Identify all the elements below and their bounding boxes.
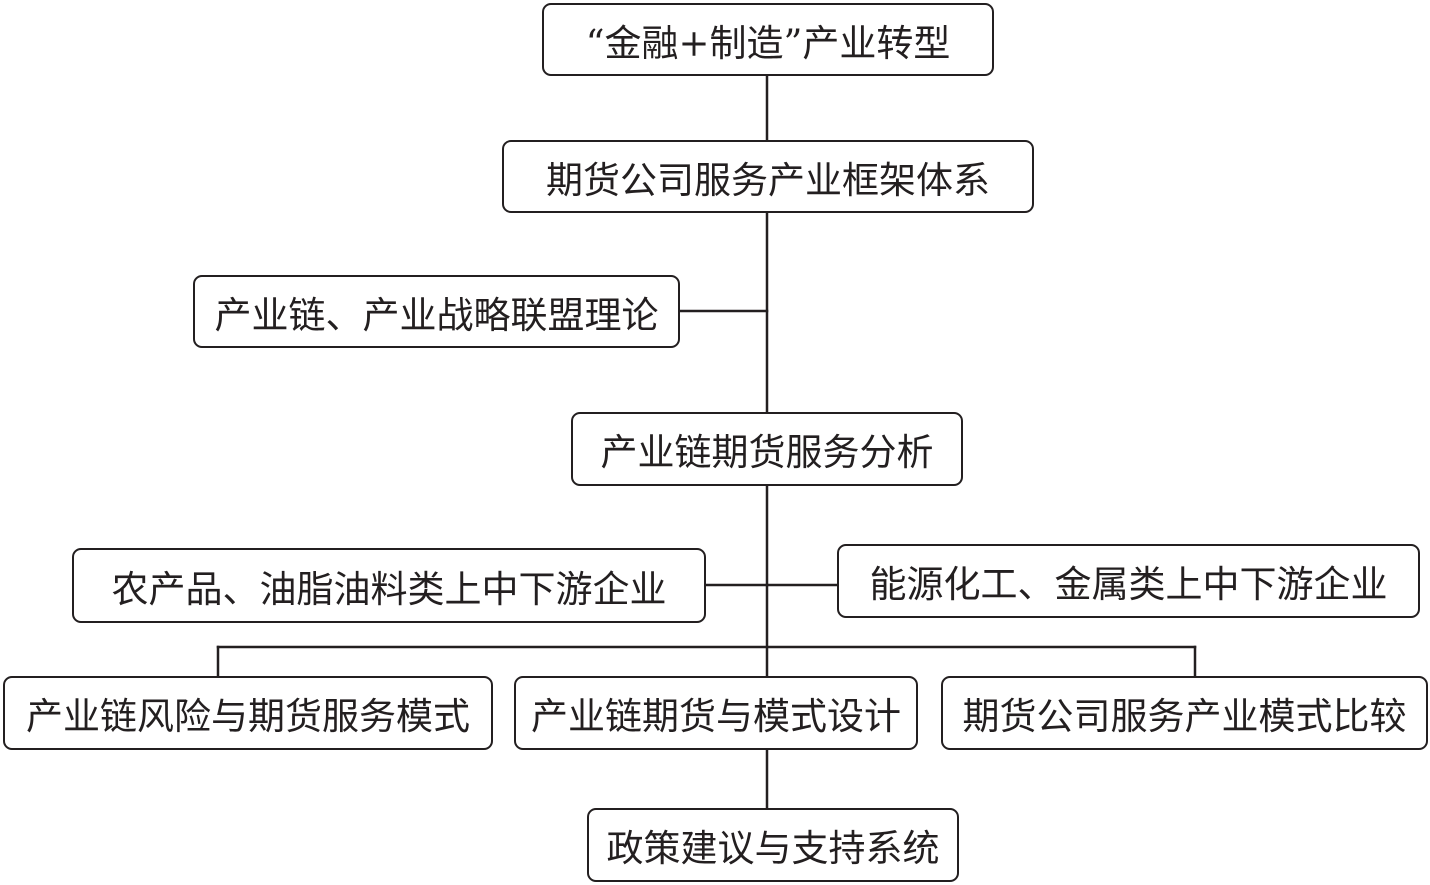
node-policy-support-system: 政策建议与支持系统 (587, 808, 959, 882)
node-risk-service-model: 产业链风险与期货服务模式 (3, 676, 493, 750)
node-futures-model-design: 产业链期货与模式设计 (514, 676, 918, 750)
node-financial-manufacturing-transformation: “金融+制造”产业转型 (542, 3, 994, 76)
node-energy-metal-enterprises: 能源化工、金属类上中下游企业 (837, 544, 1420, 618)
node-futures-service-analysis: 产业链期货服务分析 (571, 412, 963, 486)
node-service-model-comparison: 期货公司服务产业模式比较 (941, 676, 1428, 750)
node-industry-chain-alliance-theory: 产业链、产业战略联盟理论 (193, 275, 680, 348)
node-agricultural-enterprises: 农产品、油脂油料类上中下游企业 (72, 548, 706, 623)
node-service-framework: 期货公司服务产业框架体系 (502, 140, 1034, 213)
